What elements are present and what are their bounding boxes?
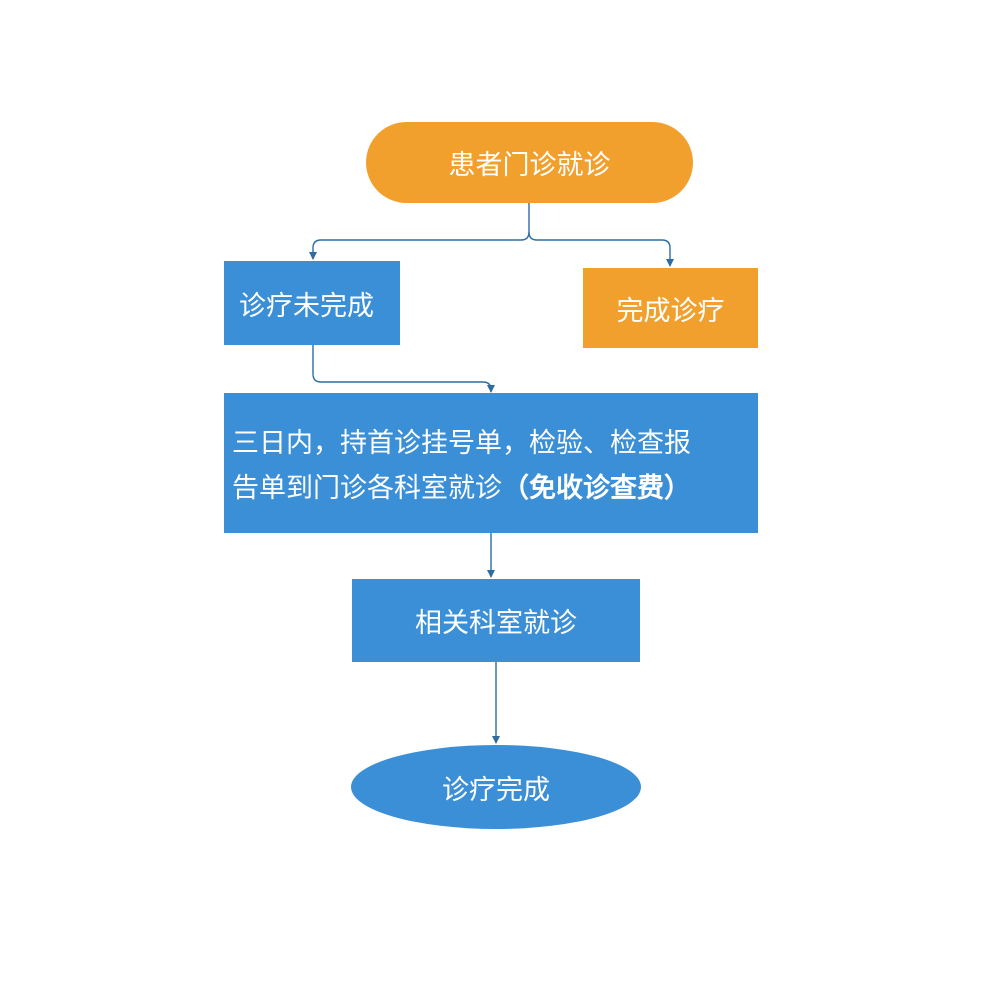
node-treatment-finished-label: 完成诊疗 xyxy=(616,295,725,327)
rule-text-line-2: 告单到门诊各科室就诊（免收诊查费） xyxy=(232,466,758,511)
connector-start-finished xyxy=(528,231,674,267)
rule-text-line-1: 三日内，持首诊挂号单，检验、检查报 xyxy=(232,428,691,459)
node-treatment-finished: 完成诊疗 xyxy=(583,268,758,348)
node-treatment-unfinished: 诊疗未完成 xyxy=(224,261,400,345)
node-treatment-complete: 诊疗完成 xyxy=(351,745,641,829)
connector-start-split xyxy=(309,203,530,260)
node-department-visit-label: 相关科室就诊 xyxy=(415,608,577,639)
node-patient-visit-label: 患者门诊就诊 xyxy=(448,150,611,181)
connector-unfinished-rule xyxy=(312,345,495,393)
node-patient-visit: 患者门诊就诊 xyxy=(366,122,693,203)
rule-text-line-2-main: 告单到门诊各科室就诊 xyxy=(232,473,502,504)
node-three-day-rule: 三日内，持首诊挂号单，检验、检查报 告单到门诊各科室就诊（免收诊查费） xyxy=(224,393,758,533)
node-treatment-unfinished-label: 诊疗未完成 xyxy=(239,290,374,322)
rule-text-fee-exempt: （免收诊查费） xyxy=(502,473,691,504)
node-treatment-complete-label: 诊疗完成 xyxy=(442,774,550,806)
node-department-visit: 相关科室就诊 xyxy=(352,579,640,662)
